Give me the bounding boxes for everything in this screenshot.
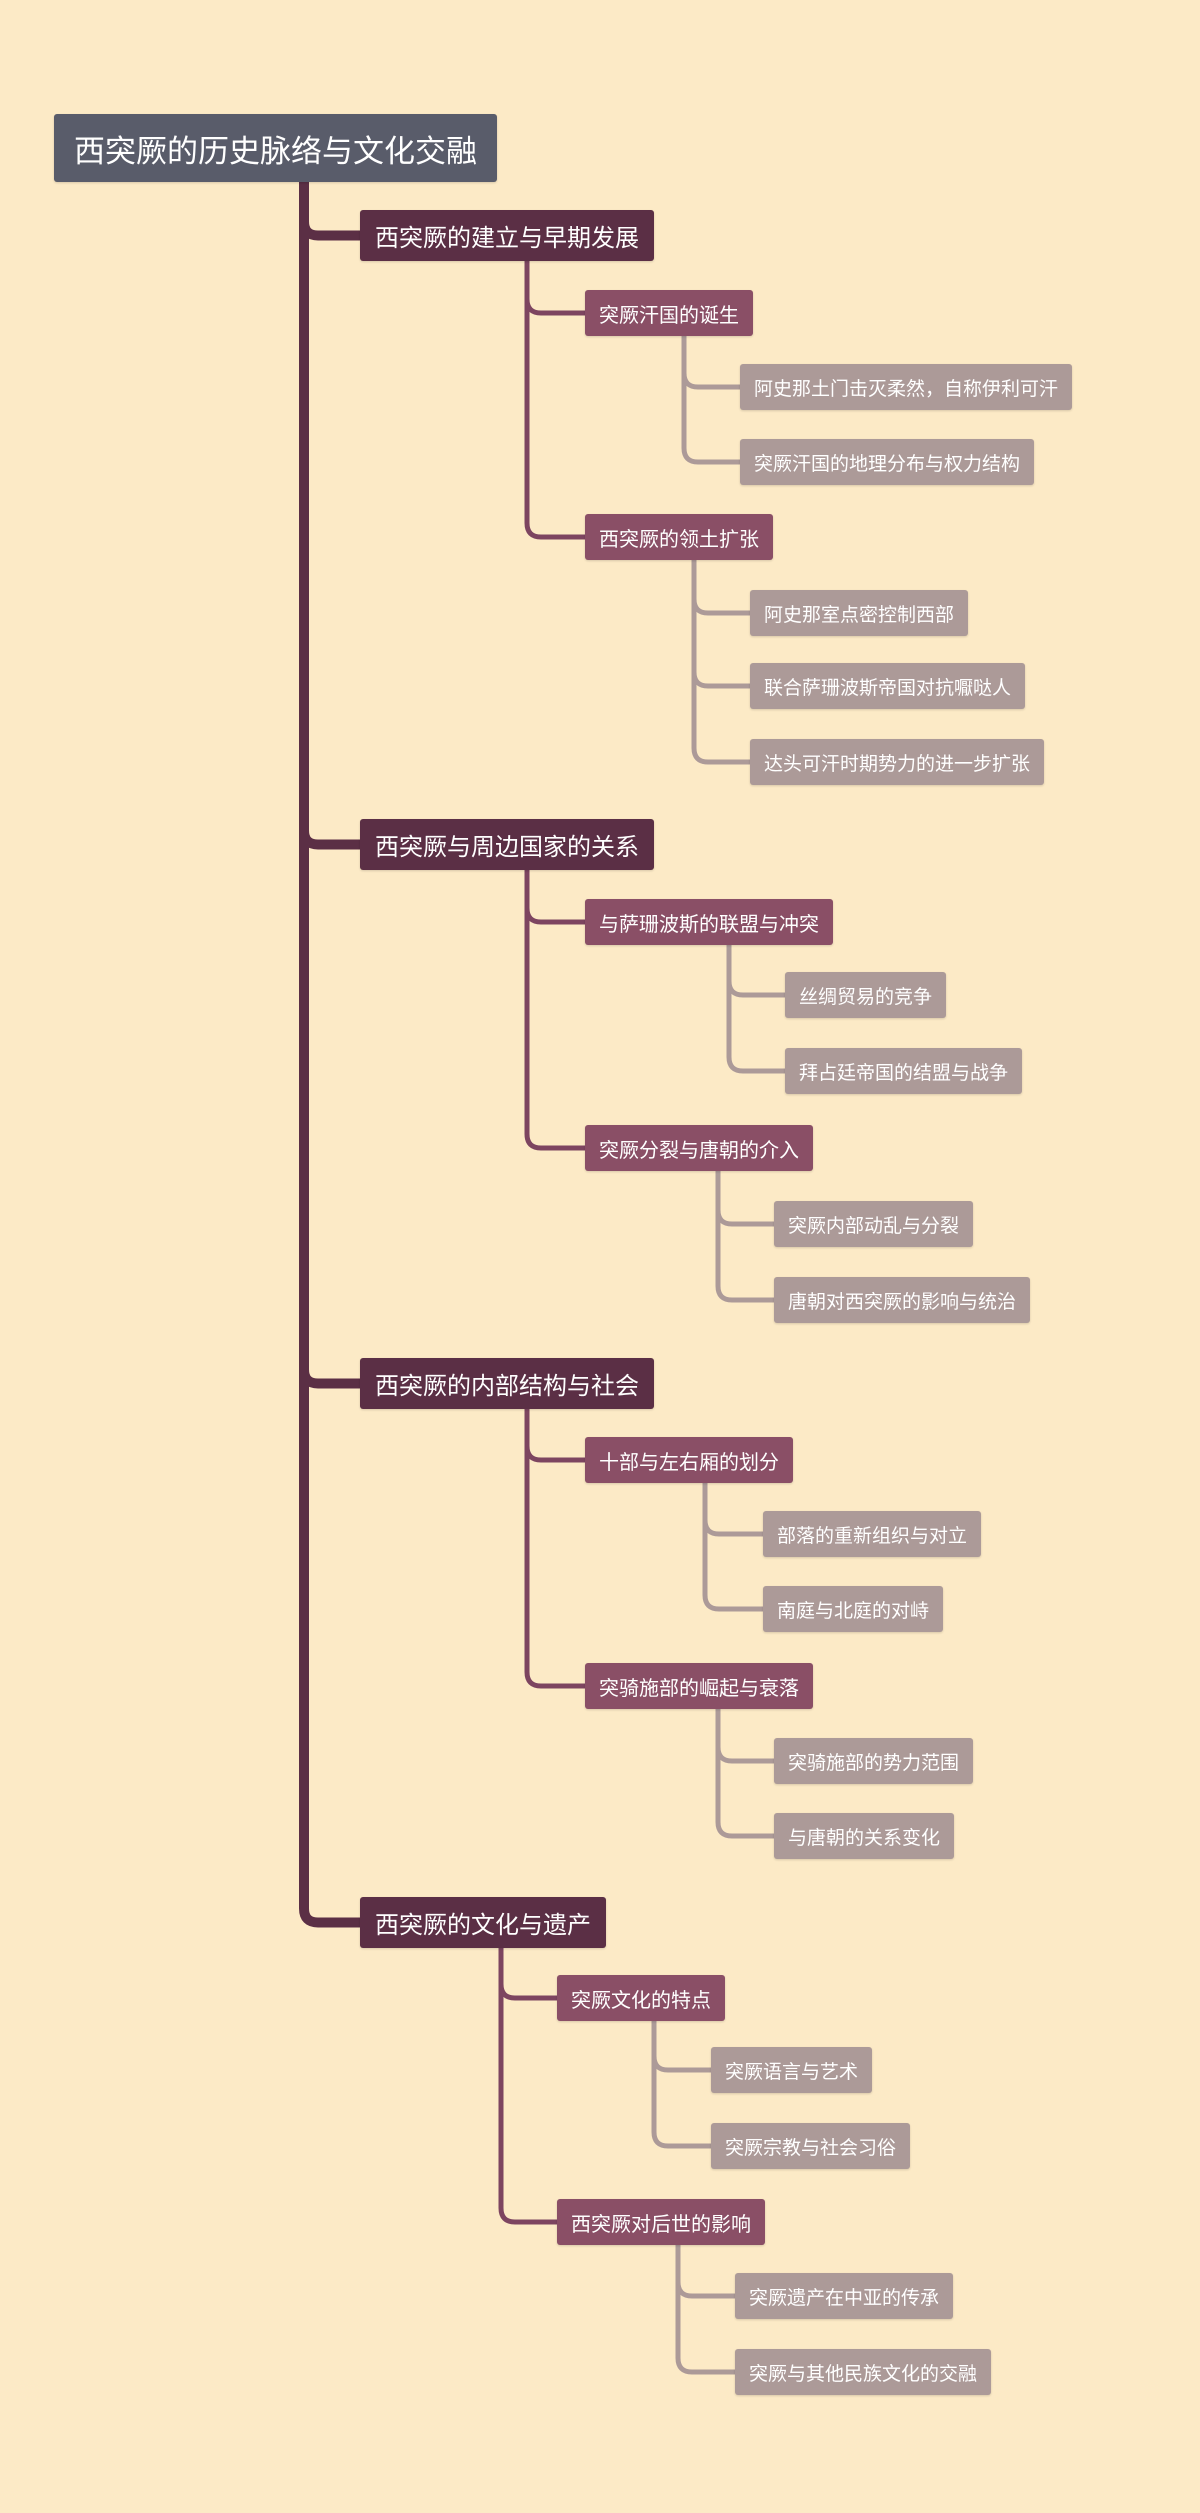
connector-line xyxy=(651,2019,713,2149)
connector-line xyxy=(524,259,587,316)
leaf-topic[interactable]: 达头可汗时期势力的进一步扩张 xyxy=(750,739,1045,785)
connector-line xyxy=(524,868,587,925)
leaf-topic[interactable]: 突厥宗教与社会习俗 xyxy=(711,2123,911,2169)
connector-line xyxy=(691,558,752,616)
leaf-topic[interactable]: 突厥与其他民族文化的交融 xyxy=(735,2349,992,2395)
connector-line xyxy=(524,1407,587,1689)
connector-line xyxy=(715,1169,776,1303)
leaf-topic[interactable]: 突骑施部的势力范围 xyxy=(774,1738,974,1784)
topic-internal-structure[interactable]: 西突厥的内部结构与社会 xyxy=(360,1358,654,1409)
connector-line xyxy=(299,180,362,1389)
connector-line xyxy=(726,943,787,1074)
subtopic-sassanid[interactable]: 与萨珊波斯的联盟与冲突 xyxy=(585,899,833,945)
connector-line xyxy=(524,1407,587,1463)
connector-line xyxy=(675,2243,737,2299)
connector-line xyxy=(524,868,587,1151)
leaf-topic[interactable]: 突厥遗产在中亚的传承 xyxy=(735,2273,954,2319)
leaf-topic[interactable]: 联合萨珊波斯帝国对抗嚈哒人 xyxy=(750,663,1026,709)
leaf-topic[interactable]: 拜占廷帝国的结盟与战争 xyxy=(785,1048,1023,1094)
connector-line xyxy=(299,180,362,1928)
subtopic-khaganate-birth[interactable]: 突厥汗国的诞生 xyxy=(585,290,753,336)
subtopic-later-influence[interactable]: 西突厥对后世的影响 xyxy=(557,2199,765,2245)
leaf-topic[interactable]: 突厥汗国的地理分布与权力结构 xyxy=(740,439,1035,485)
leaf-topic[interactable]: 突厥语言与艺术 xyxy=(711,2047,873,2093)
connector-line xyxy=(498,1946,559,2225)
subtopic-culture-features[interactable]: 突厥文化的特点 xyxy=(557,1975,725,2021)
leaf-topic[interactable]: 阿史那土门击灭柔然，自称伊利可汗 xyxy=(740,364,1073,410)
connector-line xyxy=(299,180,362,241)
connector-line xyxy=(691,558,752,689)
leaf-topic[interactable]: 南庭与北庭的对峙 xyxy=(763,1586,944,1632)
leaf-topic[interactable]: 突厥内部动乱与分裂 xyxy=(774,1201,974,1247)
connector-line xyxy=(299,180,362,850)
leaf-topic[interactable]: 阿史那室点密控制西部 xyxy=(750,590,969,636)
connector-line xyxy=(498,1946,559,2001)
leaf-topic[interactable]: 丝绸贸易的竞争 xyxy=(785,972,947,1018)
connector-line xyxy=(726,943,787,998)
subtopic-ten-tribes[interactable]: 十部与左右厢的划分 xyxy=(585,1437,793,1483)
connector-line xyxy=(651,2019,713,2073)
leaf-topic[interactable]: 与唐朝的关系变化 xyxy=(774,1813,955,1859)
subtopic-tang-intervention[interactable]: 突厥分裂与唐朝的介入 xyxy=(585,1125,813,1171)
connector-line xyxy=(681,334,742,390)
leaf-topic[interactable]: 唐朝对西突厥的影响与统治 xyxy=(774,1277,1031,1323)
connector-line xyxy=(702,1481,765,1537)
connector-line xyxy=(691,558,752,765)
leaf-topic[interactable]: 部落的重新组织与对立 xyxy=(763,1511,982,1557)
connector-line xyxy=(524,259,587,540)
subtopic-expansion[interactable]: 西突厥的领土扩张 xyxy=(585,514,773,560)
topic-neighbor-relations[interactable]: 西突厥与周边国家的关系 xyxy=(360,819,654,870)
topic-culture-legacy[interactable]: 西突厥的文化与遗产 xyxy=(360,1897,606,1948)
connector-line xyxy=(681,334,742,465)
connector-line xyxy=(675,2243,737,2375)
connector-line xyxy=(715,1169,776,1227)
connector-line xyxy=(715,1707,776,1839)
subtopic-turgesh[interactable]: 突骑施部的崛起与衰落 xyxy=(585,1663,813,1709)
connector-line xyxy=(702,1481,765,1612)
root-topic[interactable]: 西突厥的历史脉络与文化交融 xyxy=(54,114,497,182)
connector-line xyxy=(715,1707,776,1764)
topic-establishment[interactable]: 西突厥的建立与早期发展 xyxy=(360,210,654,261)
